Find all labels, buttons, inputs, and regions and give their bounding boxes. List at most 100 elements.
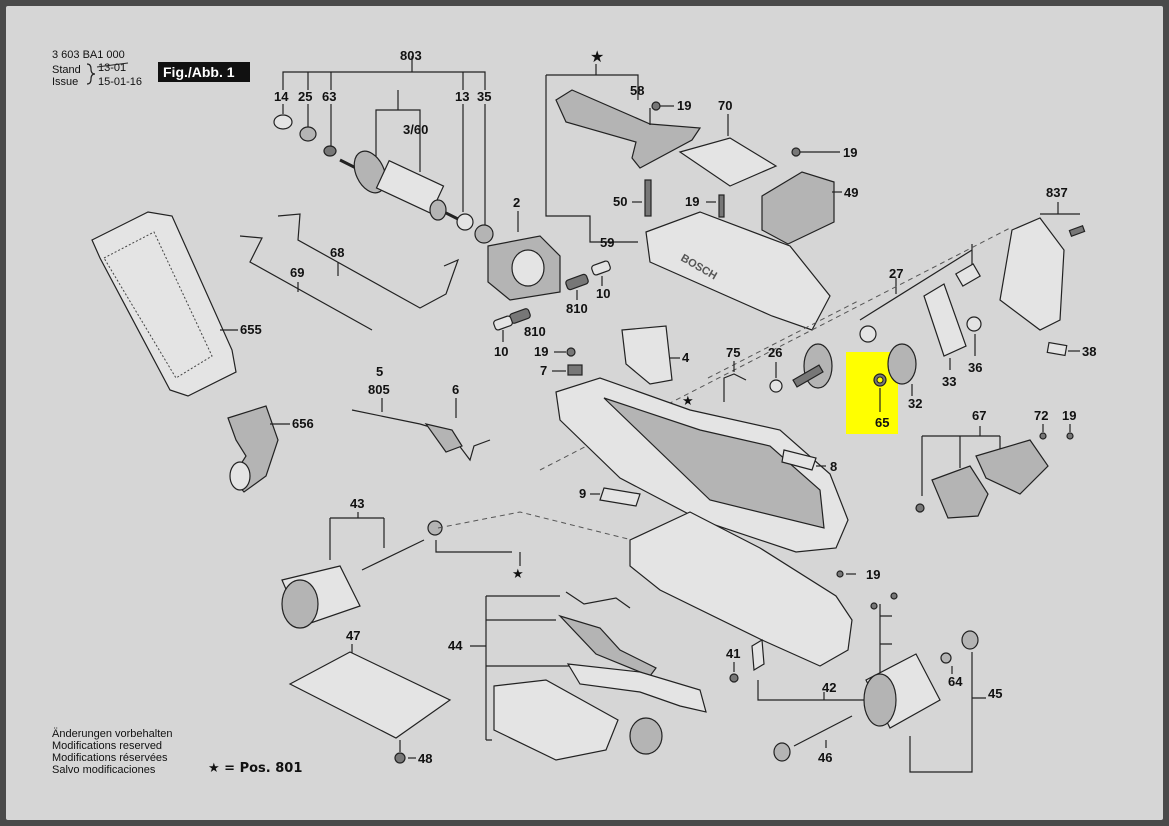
belt-drive-group: 27 26 65 32 33 36 (539, 227, 1011, 471)
rear-roller-group: 41 42 64 45 46 (726, 592, 1002, 773)
label-810-a: 810 (566, 301, 588, 316)
label-32: 32 (908, 396, 922, 411)
old-date: 13-01 (98, 62, 126, 74)
label-58: 58 (630, 83, 644, 98)
label-35: 35 (477, 89, 491, 104)
housing-59 (645, 211, 831, 331)
frame-parts-group: 44 (448, 591, 707, 761)
stator-group: 2 810 10 810 10 (487, 195, 611, 359)
label-38: 38 (1082, 344, 1096, 359)
label-69: 69 (290, 265, 304, 280)
label-2: 2 (513, 195, 520, 210)
bearing-35 (474, 224, 494, 244)
aux-handle-group: 67 72 19 (915, 408, 1076, 519)
bottom-frame (629, 511, 853, 667)
new-date: 15-01-16 (98, 76, 142, 88)
base-housing-group: ★ 8 9 (555, 377, 849, 553)
star-top: ★ (590, 47, 604, 66)
label-19-f: 19 (866, 567, 880, 582)
label-64: 64 (948, 674, 963, 689)
dust-box-group: 655 656 (91, 211, 314, 493)
belt-cover-837 (999, 217, 1065, 331)
label-805: 805 (368, 382, 390, 397)
label-3-60: 3/60 (403, 122, 428, 137)
top-housing-group: ★ 58 19 70 19 49 50 19 59 BOSCH (545, 47, 858, 331)
washer-14 (273, 114, 293, 130)
label-4: 4 (682, 350, 690, 365)
bearing-25 (299, 126, 317, 142)
label-67: 67 (972, 408, 986, 423)
label-45: 45 (988, 686, 1002, 701)
label-7: 7 (540, 363, 547, 378)
label-810-b: 810 (524, 324, 546, 339)
label-19-b: 19 (843, 145, 857, 160)
pulley-32 (887, 343, 917, 385)
header-block: 3 603 BA1 000 Stand Issue 13-01 15-01-16… (52, 49, 250, 88)
label-27: 27 (889, 266, 903, 281)
label-72: 72 (1034, 408, 1048, 423)
label-14: 14 (274, 89, 289, 104)
switch-group: 4 19 7 75 (534, 325, 747, 402)
cover-70 (678, 137, 778, 187)
header-brace (86, 63, 96, 85)
label-42: 42 (822, 680, 836, 695)
label-13: 13 (455, 89, 469, 104)
doc-number: 3 603 BA1 000 (52, 49, 125, 61)
note-fr: Modifications réservées (52, 752, 168, 764)
bearing-13 (456, 213, 474, 231)
bottom-frame-group: 19 (629, 511, 880, 667)
label-59: 59 (600, 235, 614, 250)
label-10-b: 10 (494, 344, 508, 359)
platen-47 (288, 651, 452, 739)
belt-33 (923, 283, 967, 357)
motor-group: 803 14 25 63 13 35 3/60 (273, 48, 494, 244)
note-de: Änderungen vorbehalten (52, 728, 172, 740)
label-837: 837 (1046, 185, 1068, 200)
label-8: 8 (830, 459, 837, 474)
label-70: 70 (718, 98, 732, 113)
exploded-view-diagram: 3 603 BA1 000 Stand Issue 13-01 15-01-16… (52, 47, 1096, 776)
label-19-d: 19 (534, 344, 548, 359)
pad-9 (599, 487, 641, 507)
bearing-27 (955, 263, 981, 287)
pad-8 (781, 449, 817, 471)
issue-label: Issue (52, 76, 78, 88)
label-19-c: 19 (685, 194, 699, 209)
label-6: 6 (452, 382, 459, 397)
label-5: 5 (376, 364, 383, 379)
clip-64 (940, 652, 952, 664)
brush-holder-10-a (591, 260, 611, 276)
pad-38 (1046, 341, 1068, 357)
label-46: 46 (818, 750, 832, 765)
label-50: 50 (613, 194, 627, 209)
label-9: 9 (579, 486, 586, 501)
label-43: 43 (350, 496, 364, 511)
note-es: Salvo modificaciones (52, 764, 156, 776)
label-33: 33 (942, 374, 956, 389)
handle-58 (555, 89, 702, 169)
label-803: 803 (400, 48, 422, 63)
label-68: 68 (330, 245, 344, 260)
figure-label: Fig./Abb. 1 (163, 64, 235, 80)
brush-810-a (565, 273, 589, 291)
label-655: 655 (240, 322, 262, 337)
dust-chute (493, 679, 619, 761)
label-48: 48 (418, 751, 432, 766)
brush-holder-10-b (493, 315, 513, 331)
clip-63 (323, 145, 337, 157)
note-en: Modifications reserved (52, 740, 162, 752)
label-49: 49 (844, 185, 858, 200)
star-mid: ★ (682, 394, 694, 409)
cable-group: 5 805 6 (351, 364, 491, 462)
legend-star: ★ = Pos. 801 (208, 761, 302, 776)
dust-box-655 (91, 211, 237, 397)
part-7 (567, 364, 583, 376)
label-36: 36 (968, 360, 982, 375)
handle-half-a (931, 465, 989, 519)
label-44: 44 (448, 638, 463, 653)
label-75: 75 (726, 345, 740, 360)
label-63: 63 (322, 89, 336, 104)
star-bottom: ★ (512, 567, 524, 582)
strike-line (96, 62, 129, 68)
label-19-e: 19 (1062, 408, 1076, 423)
